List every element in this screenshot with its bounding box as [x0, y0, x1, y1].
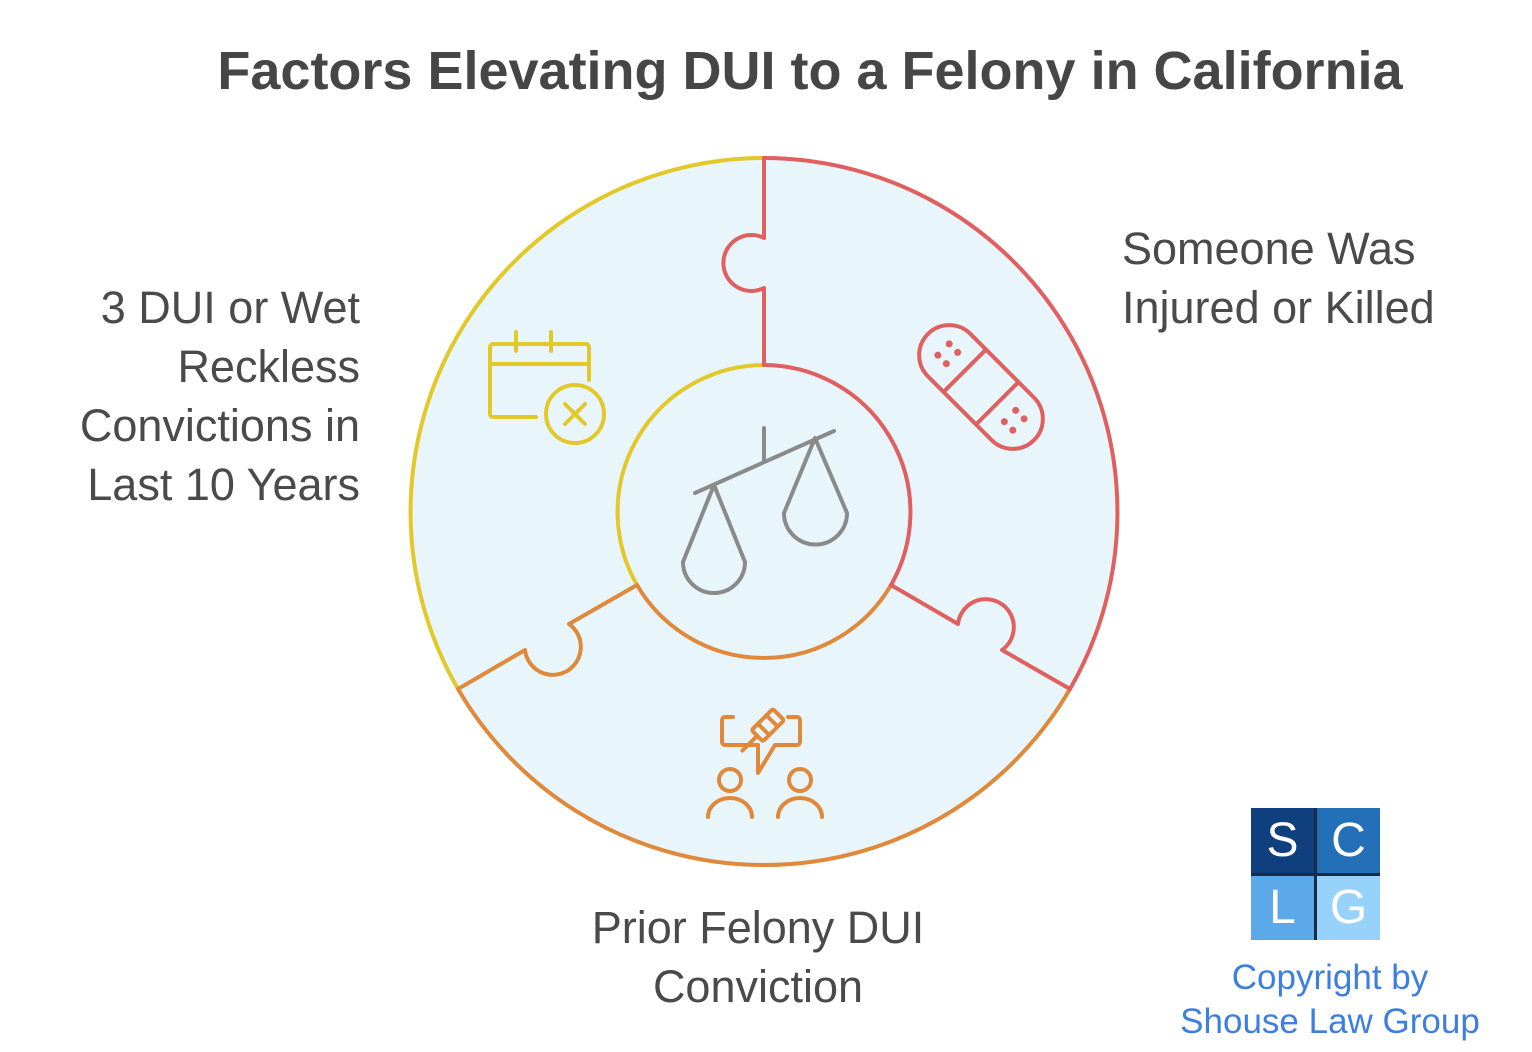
segment-red-inner-arc: [762, 363, 913, 587]
label-line: 3 DUI or Wet: [100, 282, 360, 333]
logo-cell: C: [1317, 808, 1380, 873]
logo-cell: S: [1251, 808, 1314, 873]
sclg-logo: S C L G: [1251, 808, 1380, 940]
divider-lower-left: [456, 583, 639, 691]
label-prior-felony: Prior Felony DUI Conviction: [558, 898, 958, 1016]
circle-fill: [410, 158, 1118, 866]
segment-orange-outer-arc: [456, 687, 1072, 868]
segment-yellow-inner-arc: [615, 363, 766, 587]
label-line: Last 10 Years: [87, 459, 360, 510]
copyright-notice: Copyright by Shouse Law Group: [1150, 956, 1510, 1044]
logo-cell: L: [1251, 875, 1314, 940]
bandage-icon: [917, 323, 1045, 451]
segment-yellow-outer-arc: [408, 156, 766, 691]
label-line: Conviction: [652, 961, 864, 1012]
diagram-title: Factors Elevating DUI to a Felony in Cal…: [217, 41, 1403, 101]
label-dui-convictions: 3 DUI or Wet Reckless Convictions in Las…: [0, 278, 360, 514]
copyright-line: Shouse Law Group: [1180, 1002, 1480, 1041]
label-line: Reckless: [177, 341, 360, 392]
label-line: Injured or Killed: [1122, 282, 1435, 333]
segment-orange-inner-arc: [635, 583, 893, 660]
scales-of-justice-icon: [681, 426, 849, 595]
label-injured-or-killed: Someone Was Injured or Killed: [1122, 219, 1435, 337]
divider-lower-right: [889, 583, 1072, 691]
divider-top: [721, 156, 766, 367]
copyright-line: Copyright by: [1231, 958, 1429, 997]
segment-red-outer-arc: [762, 156, 1120, 691]
logo-cell: G: [1317, 875, 1380, 940]
label-line: Convictions in: [79, 400, 360, 451]
courtroom-gavel-icon: [706, 707, 824, 819]
calendar-x-icon: [488, 330, 606, 445]
label-line: Someone Was: [1122, 223, 1416, 274]
label-line: Prior Felony DUI: [591, 902, 925, 953]
